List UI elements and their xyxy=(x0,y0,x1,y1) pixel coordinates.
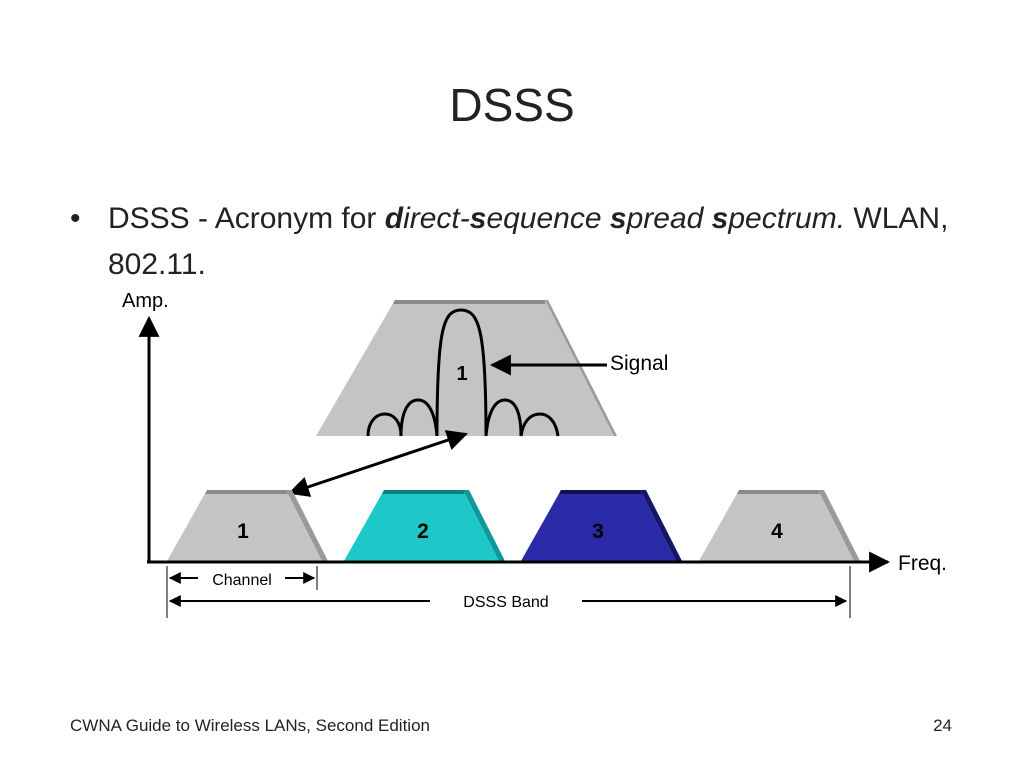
channel-4-label: 4 xyxy=(771,520,783,543)
channel-4 xyxy=(699,490,860,561)
footer-title: CWNA Guide to Wireless LANs, Second Edit… xyxy=(70,716,430,735)
signal-waveform xyxy=(366,308,560,437)
dsss-band-dimension xyxy=(168,566,851,618)
term-part: sequence xyxy=(469,202,610,235)
bullet-text: DSSS - Acronym for direct-sequence sprea… xyxy=(108,196,950,288)
channel-3 xyxy=(521,490,682,561)
channel-width-label: Channel xyxy=(212,572,272,589)
channel-2-label: 2 xyxy=(417,520,429,543)
bullet-prefix: DSSS - Acronym for xyxy=(108,202,385,235)
slide-title: DSSS xyxy=(449,79,575,131)
term-part: direct- xyxy=(384,202,470,235)
page-number: 24 xyxy=(933,716,952,735)
term-part: spread xyxy=(609,202,712,235)
signal-zoom-trapezoid xyxy=(316,300,617,436)
channel-1 xyxy=(167,490,328,561)
zoom-double-arrow xyxy=(288,430,468,497)
channel-1-label: 1 xyxy=(237,520,249,543)
term-part: spectrum. xyxy=(711,202,846,235)
dsss-band-label: DSSS Band xyxy=(463,594,548,611)
bullet-marker: • xyxy=(70,202,81,235)
big-channel-label: 1 xyxy=(456,363,467,385)
bullet-point: • DSSS - Acronym for direct-sequence spr… xyxy=(70,196,950,288)
signal-label: Signal xyxy=(610,352,668,375)
amp-axis-label: Amp. xyxy=(122,290,169,312)
channel-2 xyxy=(344,490,505,561)
freq-axis-label: Freq. xyxy=(898,552,947,575)
channel-width-dimension xyxy=(166,566,318,618)
channel-3-label: 3 xyxy=(592,520,604,543)
bullet-suffix: WLAN, 802.11. xyxy=(108,202,949,281)
